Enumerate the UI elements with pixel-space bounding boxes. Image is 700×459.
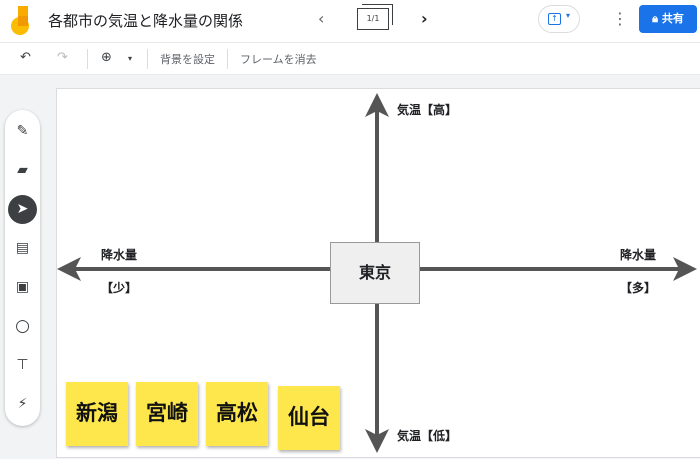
text-box-icon[interactable]: ⊤: [16, 357, 29, 373]
divider: [227, 49, 228, 69]
image-icon[interactable]: ▣: [15, 279, 30, 295]
tool-sidebar: ✎ ▰ ➤ ▤ ▣ ○ ⊤ ⚡︎: [5, 110, 40, 426]
sticky-note[interactable]: 高松: [206, 382, 268, 446]
lock-icon: 🔒︎: [652, 12, 662, 25]
divider: [87, 49, 88, 69]
upload-icon: ↑: [548, 13, 561, 25]
sticky-note[interactable]: 仙台: [278, 386, 340, 450]
sticky-note-icon[interactable]: ▤: [15, 240, 30, 256]
caret-down-icon: ▾: [566, 11, 571, 20]
redo-icon[interactable]: ↷: [57, 50, 68, 65]
eraser-icon[interactable]: ▰: [17, 162, 28, 178]
sticky-note[interactable]: 宮崎: [136, 382, 198, 446]
axis-label-right-sub: 【多】: [620, 281, 657, 295]
share-label: 共有: [661, 12, 684, 25]
undo-icon[interactable]: ↶: [20, 50, 31, 65]
divider: [147, 49, 148, 69]
pen-icon[interactable]: ✎: [16, 123, 29, 139]
axis-label-left-sub: 【少】: [101, 281, 138, 295]
chevron-left-icon[interactable]: ‹: [318, 9, 325, 28]
document-title[interactable]: 各都市の気温と降水量の関係: [48, 12, 244, 30]
share-button[interactable]: 🔒︎ 共有: [639, 5, 697, 33]
set-background-button[interactable]: 背景を設定: [160, 53, 215, 66]
circle-shape-icon[interactable]: ○: [15, 316, 30, 336]
zoom-caret-icon[interactable]: ▾: [128, 54, 133, 63]
laser-icon[interactable]: ⚡︎: [17, 396, 28, 412]
select-arrow-icon[interactable]: ➤: [8, 195, 37, 224]
present-button[interactable]: ↑▾: [538, 5, 580, 33]
frame-counter[interactable]: 1/1: [357, 4, 393, 30]
jam-board-canvas[interactable]: 気温【高】 気温【低】 降水量 【少】 降水量 【多】 東京 新潟 宮崎 高松 …: [56, 88, 700, 458]
zoom-icon[interactable]: ⊕: [101, 50, 112, 65]
toolbar: ↶ ↷ ⊕ ▾ 背景を設定 フレームを消去: [0, 43, 700, 75]
center-box-tokyo[interactable]: 東京: [330, 242, 420, 304]
jamboard-logo: [11, 6, 29, 35]
axis-label-top: 気温【高】: [397, 103, 458, 117]
more-vert-icon[interactable]: ⋮: [612, 9, 628, 28]
chevron-right-icon[interactable]: ›: [421, 9, 428, 28]
app-header: 各都市の気温と降水量の関係 ‹ 1/1 › ↑▾ ⋮ 🔒︎ 共有: [0, 0, 700, 43]
axis-label-left-title: 降水量: [101, 248, 138, 262]
axis-label-right-title: 降水量: [620, 248, 657, 262]
sticky-note[interactable]: 新潟: [66, 382, 128, 446]
clear-frame-button[interactable]: フレームを消去: [240, 53, 317, 66]
axis-label-bottom: 気温【低】: [397, 429, 458, 443]
